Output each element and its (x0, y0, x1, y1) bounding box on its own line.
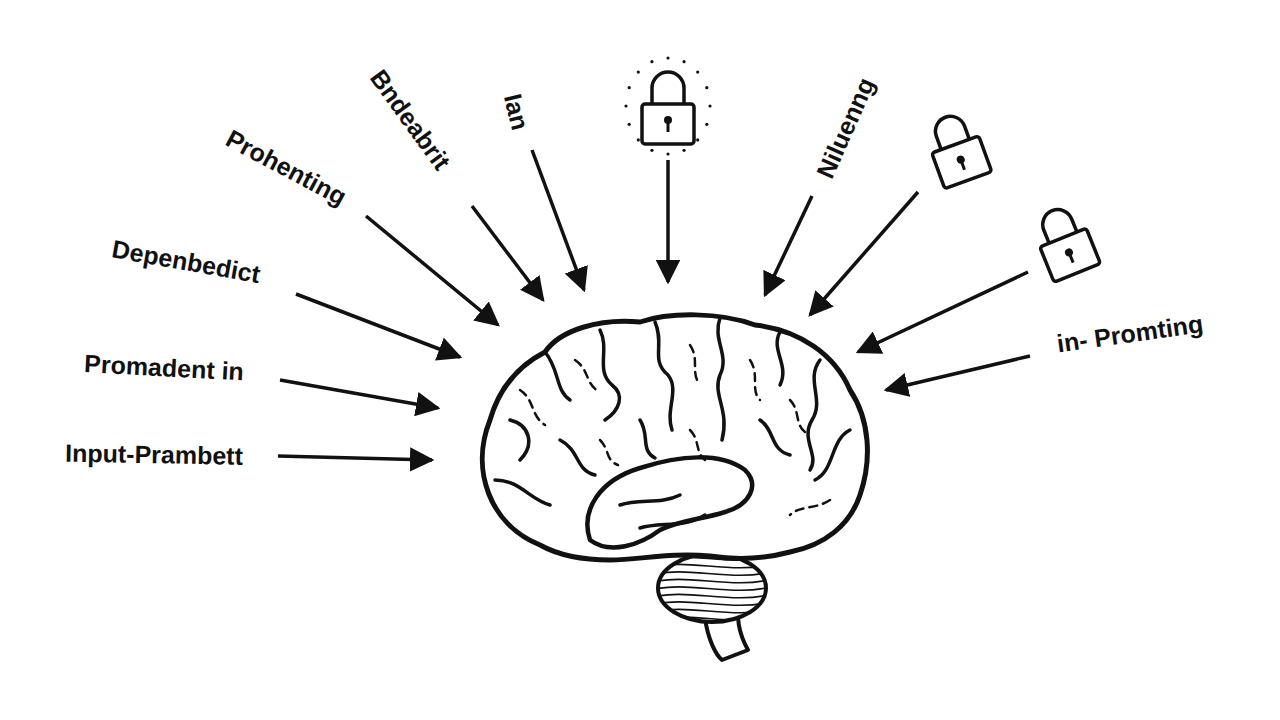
leader-arrow (765, 196, 812, 295)
leader-arrow (810, 192, 918, 315)
hatch-line (650, 594, 775, 598)
leader-arrow (280, 380, 438, 408)
leader-arrow (532, 150, 584, 290)
sparkle-dot (682, 60, 685, 63)
brain-illustration (482, 315, 867, 660)
sparkle-dot (708, 104, 711, 107)
sparkle-dot (705, 123, 708, 126)
arrow-label: Prohenting (220, 124, 353, 212)
sparkle-dot (628, 86, 631, 89)
hatch-line (650, 616, 775, 620)
gyri-dashes (520, 345, 830, 515)
hatch-line (650, 586, 775, 590)
temporal-lobe (587, 457, 752, 547)
sparkle-dot (637, 70, 640, 73)
leader-arrow (366, 216, 498, 325)
sparkle-dot (650, 60, 653, 63)
hatch-line (650, 601, 775, 605)
leader-arrow (472, 206, 543, 300)
gyri (495, 318, 850, 528)
leader-arrow (278, 456, 432, 460)
sparkle-dot (705, 86, 708, 89)
leader-arrow (886, 356, 1030, 390)
sparkle-dot (624, 104, 627, 107)
padlock-icon (922, 109, 992, 189)
sparkle-dot (696, 138, 699, 141)
leader-arrow (296, 294, 460, 357)
sparkle-dot (666, 56, 669, 59)
arrow-label: in- Promting (1053, 310, 1207, 358)
hatch-line (650, 579, 775, 583)
leader-arrow (858, 272, 1028, 352)
arrow-label: Depenbedict (108, 235, 264, 289)
hatch-line (650, 571, 775, 575)
cerebrum (482, 315, 867, 560)
arrow-label: Promadent in (82, 350, 247, 386)
arrow-label: Niluenng (811, 72, 881, 185)
leader-arrow (666, 160, 670, 282)
cerebellum-hatching (650, 556, 775, 620)
hatch-line (650, 564, 775, 568)
hatch-line (650, 609, 775, 613)
sparkle-dot (666, 152, 669, 155)
arrow-label: Bndeabrit (363, 63, 456, 177)
sparkle-dot (628, 123, 631, 126)
sparkle-dot (696, 70, 699, 73)
padlock-icon (1029, 201, 1100, 282)
sparkle-dot (650, 149, 653, 152)
arrow-label: Input-Prambett (63, 440, 245, 471)
padlock-icon (642, 72, 694, 144)
sparkle-dots (624, 56, 711, 155)
sparkle-dot (682, 149, 685, 152)
arrow-label: Ian (498, 89, 534, 135)
sparkle-dot (637, 138, 640, 141)
